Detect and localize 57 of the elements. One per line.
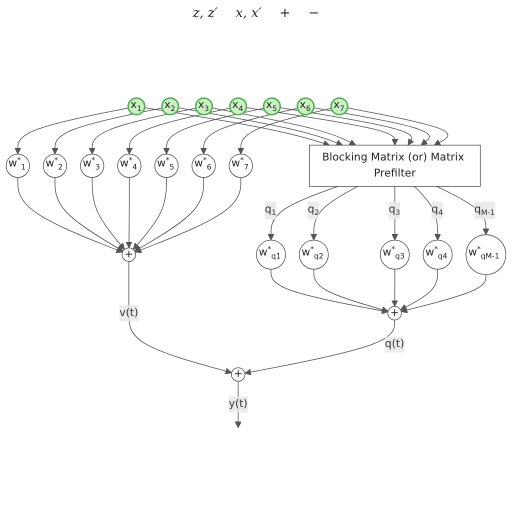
- arrow: [391, 268, 398, 307]
- arrow: [128, 261, 232, 374]
- arrow: [244, 320, 395, 376]
- arrow: [163, 108, 264, 154]
- node-box: Blocking Matrix (or) Matrix Prefilter: [309, 144, 481, 187]
- edge-label: q$_{2}$: [308, 203, 320, 218]
- arrow: [88, 108, 196, 154]
- node-circle: x$_{1}$: [127, 97, 146, 116]
- node-circle: x$_{7}$: [330, 97, 348, 116]
- arrow: [400, 274, 486, 314]
- arrow: [310, 186, 358, 240]
- arrow: [391, 186, 398, 240]
- arrow: [212, 108, 356, 146]
- edge-label: q$_{1}$: [264, 203, 276, 218]
- edge-label: q$_{4}$: [431, 203, 443, 218]
- arrow: [14, 108, 129, 154]
- arrow: [246, 107, 398, 146]
- node-circle: x$_{3}$: [194, 97, 214, 116]
- arrow: [234, 380, 242, 428]
- arrow: [280, 107, 414, 146]
- sign-label: +: [280, 6, 290, 20]
- arrow: [270, 268, 388, 314]
- arrow: [144, 107, 330, 147]
- node-circle: x$_{5}$: [262, 97, 281, 116]
- sign-label: −: [308, 6, 320, 20]
- arrow: [126, 108, 230, 154]
- edge-label: y(t): [228, 398, 248, 410]
- arrow: [126, 177, 132, 248]
- arrow: [178, 107, 343, 146]
- arrow: [17, 177, 123, 254]
- node-circle: +: [231, 367, 246, 382]
- arrow: [132, 177, 167, 250]
- node-circle: +: [122, 248, 136, 262]
- axis-label: x, x′: [236, 6, 262, 20]
- axis-label: z, z′: [192, 6, 218, 20]
- edge-label: q$_{3}$: [388, 203, 400, 218]
- edge-label: q$_{M-1}$: [474, 203, 495, 218]
- arrow: [134, 177, 242, 254]
- arrow: [200, 108, 298, 154]
- arrow: [268, 186, 338, 240]
- arrow: [237, 108, 332, 154]
- arrow: [92, 177, 125, 250]
- arrow: [54, 177, 124, 252]
- arrow: [347, 108, 448, 146]
- arrow: [436, 186, 490, 235]
- arrow: [313, 107, 430, 146]
- node-circle: x$_{6}$: [296, 97, 315, 116]
- arrow: [134, 177, 204, 252]
- edge-label: v(t): [119, 306, 138, 319]
- node-circle: x$_{2}$: [161, 97, 180, 116]
- node-circle: x$_{4}$: [229, 97, 248, 116]
- arrow: [52, 108, 162, 154]
- arrow: [400, 268, 438, 310]
- edge-label: q(t): [384, 338, 404, 350]
- arrow: [313, 268, 388, 313]
- node-circle: +: [387, 306, 402, 320]
- arrow: [414, 186, 442, 240]
